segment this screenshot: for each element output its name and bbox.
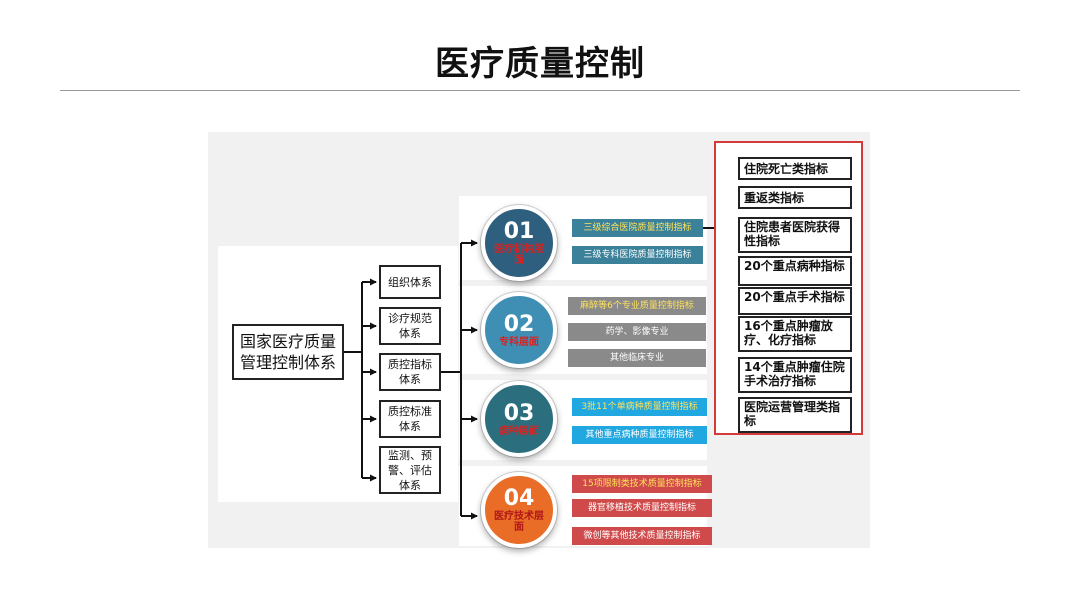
level-01-circle: 01 医疗机构层面 xyxy=(481,205,557,281)
subsystem-qc-indicators: 质控指标体系 xyxy=(379,353,441,391)
level-02-tag: 药学、影像专业 xyxy=(568,323,706,341)
subsystem-organization: 组织体系 xyxy=(379,265,441,299)
level-02-tag: 其他临床专业 xyxy=(568,349,706,367)
level-03-tag: 3批11个单病种质量控制指标 xyxy=(572,398,707,416)
level-04-label: 医疗技术层面 xyxy=(494,511,544,533)
level-04-number: 04 xyxy=(503,486,535,511)
indicator-tumor-surgery: 14个重点肿瘤住院手术治疗指标 xyxy=(738,357,852,393)
level-03-circle: 03 病种层面 xyxy=(481,381,557,457)
indicator-hospital-operations: 医院运营管理类指标 xyxy=(738,397,852,433)
level-02-label: 专科层面 xyxy=(499,336,539,348)
indicator-hospital-acquired: 住院患者医院获得性指标 xyxy=(738,217,852,253)
level-04-tag: 器官移植技术质量控制指标 xyxy=(572,499,712,517)
level-03-tag: 其他重点病种质量控制指标 xyxy=(572,426,707,444)
indicator-inpatient-mortality: 住院死亡类指标 xyxy=(738,157,852,180)
page-title: 医疗质量控制 xyxy=(435,44,645,84)
level-02-tag: 麻醉等6个专业质量控制指标 xyxy=(568,297,706,315)
title-divider xyxy=(60,90,1020,91)
level-01-tag: 三级专科医院质量控制指标 xyxy=(572,246,703,264)
level-03-label: 病种层面 xyxy=(499,425,539,437)
indicator-tumor-radio-chemo: 16个重点肿瘤放疗、化疗指标 xyxy=(738,316,852,352)
subsystem-qc-standards: 质控标准体系 xyxy=(379,400,441,438)
level-04-circle: 04 医疗技术层面 xyxy=(481,472,557,548)
level-04-tag: 微创等其他技术质量控制指标 xyxy=(572,527,712,545)
subsystem-treatment-norms: 诊疗规范体系 xyxy=(379,307,441,345)
level-01-label: 医疗机构层面 xyxy=(494,244,544,266)
root-system-box: 国家医疗质量管理控制体系 xyxy=(232,324,344,380)
level-02-circle: 02 专科层面 xyxy=(481,292,557,368)
level-01-tag: 三级综合医院质量控制指标 xyxy=(572,219,703,237)
level-03-number: 03 xyxy=(503,400,535,426)
indicator-key-surgeries: 20个重点手术指标 xyxy=(738,287,852,315)
subsystem-monitoring: 监测、预警、评估体系 xyxy=(379,446,441,494)
level-02-number: 02 xyxy=(503,311,535,337)
level-01-number: 01 xyxy=(503,219,535,244)
indicator-key-diseases: 20个重点病种指标 xyxy=(738,256,852,286)
indicator-readmission: 重返类指标 xyxy=(738,186,852,209)
level-04-tag: 15项限制类技术质量控制指标 xyxy=(572,475,712,493)
